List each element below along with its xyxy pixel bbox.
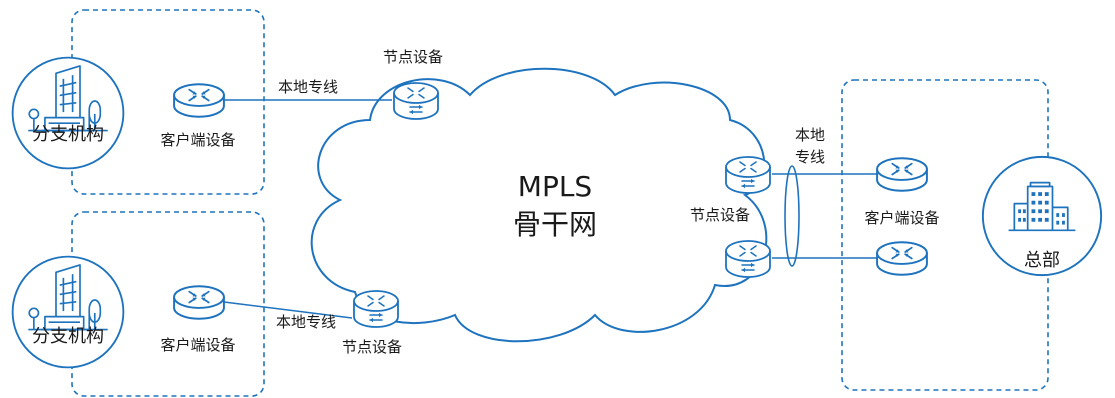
- cloud-subtitle: 骨干网: [513, 208, 597, 241]
- cloud-title: MPLS: [518, 170, 592, 203]
- hq-line-label-1: 本地: [795, 126, 825, 144]
- headquarters-name: 总部: [1024, 250, 1060, 271]
- mpls-cloud: [310, 67, 768, 343]
- router-node-icon: [352, 289, 400, 329]
- branch-building-icon: [11, 56, 125, 170]
- hq-node-label: 节点设备: [690, 206, 750, 224]
- router-node-icon: [724, 239, 772, 279]
- router-node-icon: [392, 81, 440, 121]
- hq-line-label-2: 专线: [795, 148, 825, 166]
- router-icon: [876, 241, 928, 276]
- branch-1-name: 分支机构: [32, 124, 104, 145]
- branch-2-dedicated-line: [223, 301, 353, 319]
- router-icon: [876, 157, 928, 192]
- line-bundle-marker: [784, 165, 800, 267]
- branch-1-line-label: 本地专线: [278, 78, 338, 96]
- branch-1-node-label: 节点设备: [383, 48, 443, 66]
- router-icon: [173, 285, 225, 320]
- branch-2-line-label: 本地专线: [276, 313, 336, 331]
- hq-device-label: 客户端设备: [864, 209, 939, 227]
- router-node-icon: [724, 155, 772, 195]
- branch-1-device-label: 客户端设备: [160, 131, 235, 149]
- branch-2-node-label: 节点设备: [342, 338, 402, 356]
- branch-2-device-label: 客户端设备: [160, 336, 235, 354]
- branch-2-name: 分支机构: [32, 326, 104, 347]
- router-icon: [173, 83, 225, 118]
- branch-building-icon: [11, 255, 125, 369]
